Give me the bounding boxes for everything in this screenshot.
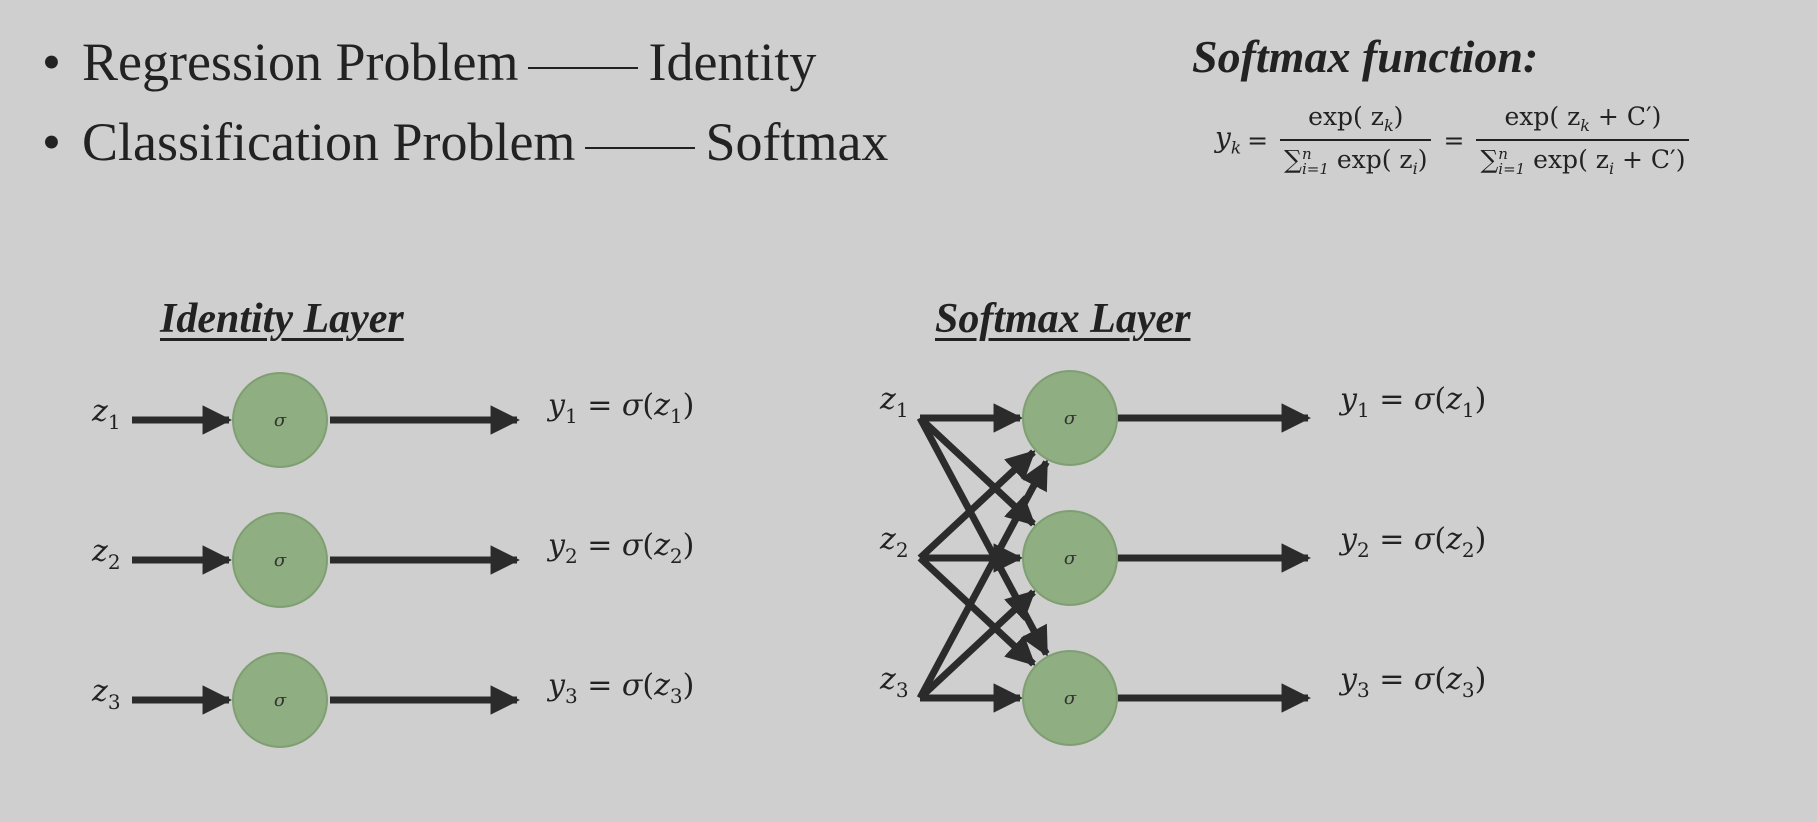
- softmax-output-label-2: y2 = σ(z2): [1340, 522, 1487, 562]
- softmax-node-1: σ: [1022, 370, 1118, 466]
- bullet-list: • Regression Problem Identity • Classifi…: [42, 22, 888, 182]
- identity-output-label-1: y1 = σ(z1): [548, 388, 695, 428]
- softmax-input-label-1: z1: [880, 382, 909, 422]
- formula-lhs: y: [1215, 121, 1231, 155]
- softmax-node-1-sigma: σ: [1064, 408, 1077, 429]
- identity-node-3-sigma: σ: [274, 690, 287, 711]
- identity-node-1-circle: [232, 372, 328, 468]
- softmax-function-title: Softmax function:: [1192, 31, 1539, 82]
- identity-layer-title: Identity Layer: [160, 296, 404, 342]
- frac1-sum-sub: i=1: [1301, 159, 1329, 178]
- identity-node-3-circle: [232, 652, 328, 748]
- bullet-regression-right: Identity: [648, 32, 817, 92]
- frac1-num: exp( z: [1308, 102, 1384, 131]
- softmax-edge-3-2: [917, 589, 1036, 701]
- bullet-classification-right: Softmax: [705, 112, 889, 172]
- frac1-num-sub: k: [1383, 116, 1394, 135]
- dash: [585, 147, 696, 149]
- softmax-node-3: σ: [1022, 650, 1118, 746]
- identity-node-2: σ: [232, 512, 328, 608]
- frac1-sum: ∑: [1284, 145, 1302, 174]
- frac2-num-sub: k: [1580, 116, 1590, 135]
- softmax-edge-2-3: [917, 555, 1036, 667]
- frac1-den-sub: i: [1412, 159, 1418, 178]
- softmax-node-2-sigma: σ: [1064, 548, 1077, 569]
- softmax-node-2-circle: [1022, 510, 1118, 606]
- softmax-node-3-sigma: σ: [1064, 688, 1077, 709]
- bullet-classification-left: Classification Problem: [82, 112, 576, 172]
- identity-input-label-1: z1: [92, 394, 121, 434]
- frac2-num: exp( z: [1504, 102, 1581, 131]
- softmax-node-3-circle: [1022, 650, 1118, 746]
- frac1-den-rest: exp( z: [1328, 145, 1413, 174]
- frac2-num-end: + C′): [1589, 102, 1662, 131]
- bullet-classification: • Classification Problem Softmax: [42, 112, 889, 172]
- identity-input-label-2: z2: [92, 534, 121, 574]
- softmax-node-1-circle: [1022, 370, 1118, 466]
- frac1-sum-sup: n: [1301, 144, 1312, 163]
- frac2-sum: ∑: [1480, 145, 1499, 174]
- frac1-den-end: ): [1417, 145, 1428, 174]
- identity-input-label-3: z3: [92, 674, 121, 714]
- softmax-input-label-3: z3: [880, 662, 909, 702]
- frac2-sum-sub: i=1: [1498, 159, 1526, 178]
- frac2-sum-sup: n: [1498, 144, 1508, 163]
- identity-output-label-3: y3 = σ(z3): [548, 668, 695, 708]
- frac2-den-sub: i: [1608, 159, 1615, 178]
- softmax-output-label-3: y3 = σ(z3): [1340, 662, 1487, 702]
- softmax-input-label-2: z2: [880, 522, 909, 562]
- identity-node-2-circle: [232, 512, 328, 608]
- frac2-den-end: + C′): [1614, 145, 1686, 174]
- frac1-num-end: ): [1393, 102, 1404, 131]
- identity-node-1: σ: [232, 372, 328, 468]
- softmax-edge-1-2: [917, 415, 1036, 527]
- softmax-edge-3-1: [916, 459, 1050, 700]
- softmax-layer-title: Softmax Layer: [935, 296, 1191, 342]
- bullet-regression: • Regression Problem Identity: [42, 32, 817, 92]
- identity-output-label-2: y2 = σ(z2): [548, 528, 695, 568]
- softmax-node-2: σ: [1022, 510, 1118, 606]
- softmax-edge-2-1: [917, 449, 1036, 561]
- bullet-regression-left: Regression Problem: [82, 32, 519, 92]
- dash: [528, 67, 639, 69]
- identity-node-3: σ: [232, 652, 328, 748]
- identity-node-2-sigma: σ: [274, 550, 287, 571]
- identity-node-1-sigma: σ: [274, 410, 287, 431]
- frac2-den-rest: exp( z: [1525, 145, 1609, 174]
- formula-lhs-sub: k: [1230, 138, 1242, 159]
- softmax-output-label-1: y1 = σ(z1): [1340, 382, 1487, 422]
